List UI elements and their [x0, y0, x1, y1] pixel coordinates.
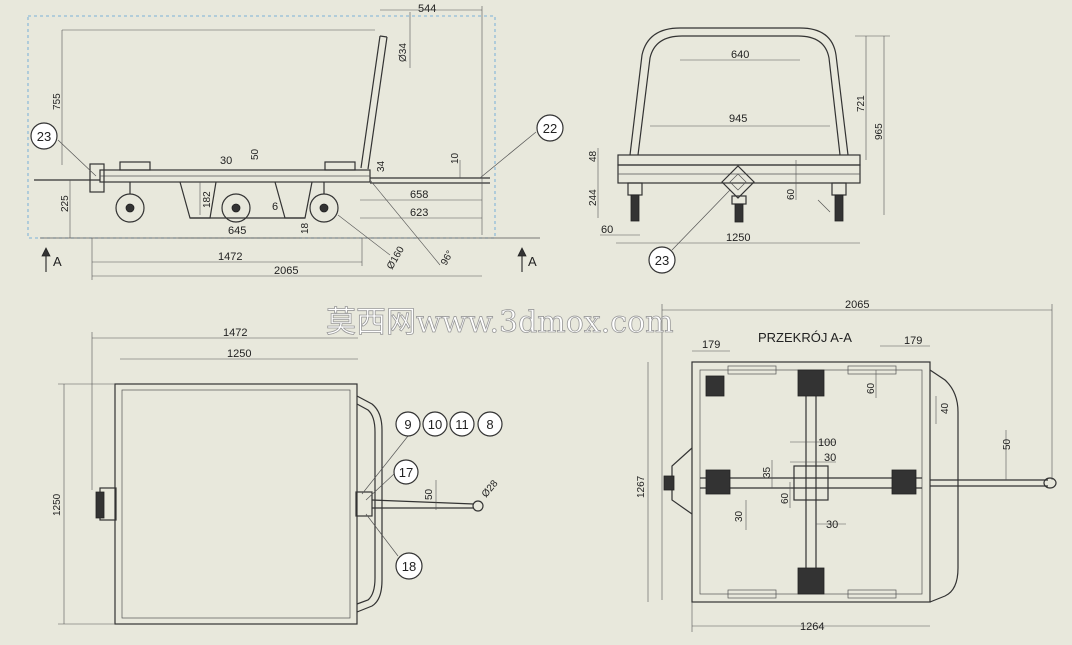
dim-60-section-b: 60 — [780, 492, 791, 504]
dim-30-section-b: 30 — [734, 510, 745, 522]
dim-965: 965 — [874, 123, 885, 140]
rear-hitch-block — [355, 491, 373, 517]
svg-text:17: 17 — [399, 465, 413, 480]
balloon-11: 11 — [449, 411, 475, 437]
dim-1250-front: 1250 — [726, 232, 750, 244]
section-caster-bottom — [797, 567, 825, 595]
svg-text:9: 9 — [404, 417, 411, 432]
section-caster-right — [891, 469, 917, 495]
dim-623: 623 — [410, 207, 428, 219]
dim-182: 182 — [202, 191, 213, 208]
dim-6: 6 — [272, 201, 278, 213]
balloon-8: 8 — [477, 411, 503, 437]
dim-dia-34: Ø34 — [398, 43, 409, 62]
dim-1267-section: 1267 — [636, 475, 647, 498]
section-caster-left — [705, 469, 731, 495]
front-view: 640 945 721 965 48 244 60 60 1250 23 — [588, 27, 890, 274]
svg-text:10: 10 — [428, 417, 442, 432]
watermark: 莫西网www.3dmox.com — [326, 305, 674, 340]
dim-60-front: 60 — [601, 224, 613, 236]
dim-angle-96: 96° — [439, 249, 456, 268]
dim-dia-160: Ø160 — [385, 244, 407, 271]
dim-721: 721 — [856, 95, 867, 112]
dim-658: 658 — [410, 189, 428, 201]
dim-30-section-c: 30 — [826, 519, 838, 531]
section-title: PRZEKRÓJ A-A — [758, 330, 852, 345]
dim-100-section: 100 — [818, 437, 836, 449]
dim-640: 640 — [731, 49, 749, 61]
wheel-middle — [221, 193, 251, 223]
dim-35-section: 35 — [762, 466, 773, 478]
caster-center — [731, 195, 747, 223]
wheel-front — [115, 182, 145, 223]
tow-handle — [360, 35, 381, 169]
svg-text:A: A — [53, 254, 62, 269]
dim-50-top: 50 — [424, 488, 435, 500]
dim-48: 48 — [588, 150, 599, 162]
dim-dia-28: Ø28 — [480, 478, 501, 500]
dim-755: 755 — [52, 93, 63, 110]
drawbar-top — [371, 499, 475, 505]
dim-179-left: 179 — [702, 339, 720, 351]
dim-30: 30 — [220, 155, 232, 167]
section-handle-rail — [929, 369, 959, 603]
svg-text:A: A — [528, 254, 537, 269]
dim-1264-section: 1264 — [800, 621, 824, 633]
svg-text:23: 23 — [37, 129, 51, 144]
dim-645: 645 — [228, 225, 246, 237]
dim-50-section: 50 — [1002, 438, 1013, 450]
section-front-coupling — [671, 447, 693, 515]
drawbar-eye — [472, 500, 484, 512]
balloon-10: 10 — [422, 411, 448, 437]
svg-text:22: 22 — [543, 121, 557, 136]
section-marker-right: A — [517, 247, 537, 272]
dim-50: 50 — [250, 148, 261, 160]
svg-text:23: 23 — [655, 253, 669, 268]
dim-2065-side: 2065 — [274, 265, 298, 277]
dim-544: 544 — [418, 3, 436, 15]
coupling-head — [721, 165, 755, 199]
dim-30-section-a: 30 — [824, 452, 836, 464]
wheel-rear — [309, 182, 339, 223]
dim-945: 945 — [729, 113, 747, 125]
dim-179-right: 179 — [904, 335, 922, 347]
caster-left — [627, 182, 643, 222]
dim-2065-section: 2065 — [845, 299, 869, 311]
dim-1472-side: 1472 — [218, 251, 242, 263]
svg-text:8: 8 — [486, 417, 493, 432]
front-frame-top — [617, 154, 861, 166]
dim-34-side: 34 — [376, 160, 387, 172]
side-view: 544 Ø34 755 30 50 10 34 658 623 225 182 … — [27, 3, 564, 280]
push-handle-loop — [629, 27, 849, 156]
balloon-22: 22 — [536, 114, 564, 142]
balloon-17: 17 — [393, 459, 419, 485]
balloon-23-front: 23 — [648, 246, 676, 274]
side-handle-rail — [356, 395, 383, 613]
dim-60-section: 60 — [866, 382, 877, 394]
balloon-23-side: 23 — [30, 122, 58, 150]
section-marker-left: A — [41, 247, 62, 272]
dim-1250-top-vertical: 1250 — [52, 493, 63, 516]
top-view: 1472 1250 1250 50 Ø28 9 10 11 8 17 — [52, 327, 503, 625]
dim-10: 10 — [450, 152, 461, 164]
dim-225: 225 — [60, 195, 71, 212]
section-frame-outer — [691, 361, 931, 603]
section-view-a-a: PRZEKRÓJ A-A — [636, 299, 1057, 633]
svg-text:11: 11 — [455, 417, 469, 432]
dim-60-front-b: 60 — [786, 188, 797, 200]
caster-right — [831, 182, 847, 222]
platform-outline — [114, 383, 358, 625]
dim-244: 244 — [588, 189, 599, 206]
dim-18: 18 — [300, 222, 311, 234]
section-corner-bracket — [705, 375, 725, 397]
balloon-9: 9 — [395, 411, 421, 437]
dim-40-section: 40 — [940, 402, 951, 414]
svg-text:18: 18 — [402, 559, 416, 574]
dim-1250-top: 1250 — [227, 348, 251, 360]
section-caster-top — [797, 369, 825, 397]
balloon-18: 18 — [395, 552, 423, 580]
dim-1472-top: 1472 — [223, 327, 247, 339]
view-boundary-frame — [27, 15, 496, 239]
